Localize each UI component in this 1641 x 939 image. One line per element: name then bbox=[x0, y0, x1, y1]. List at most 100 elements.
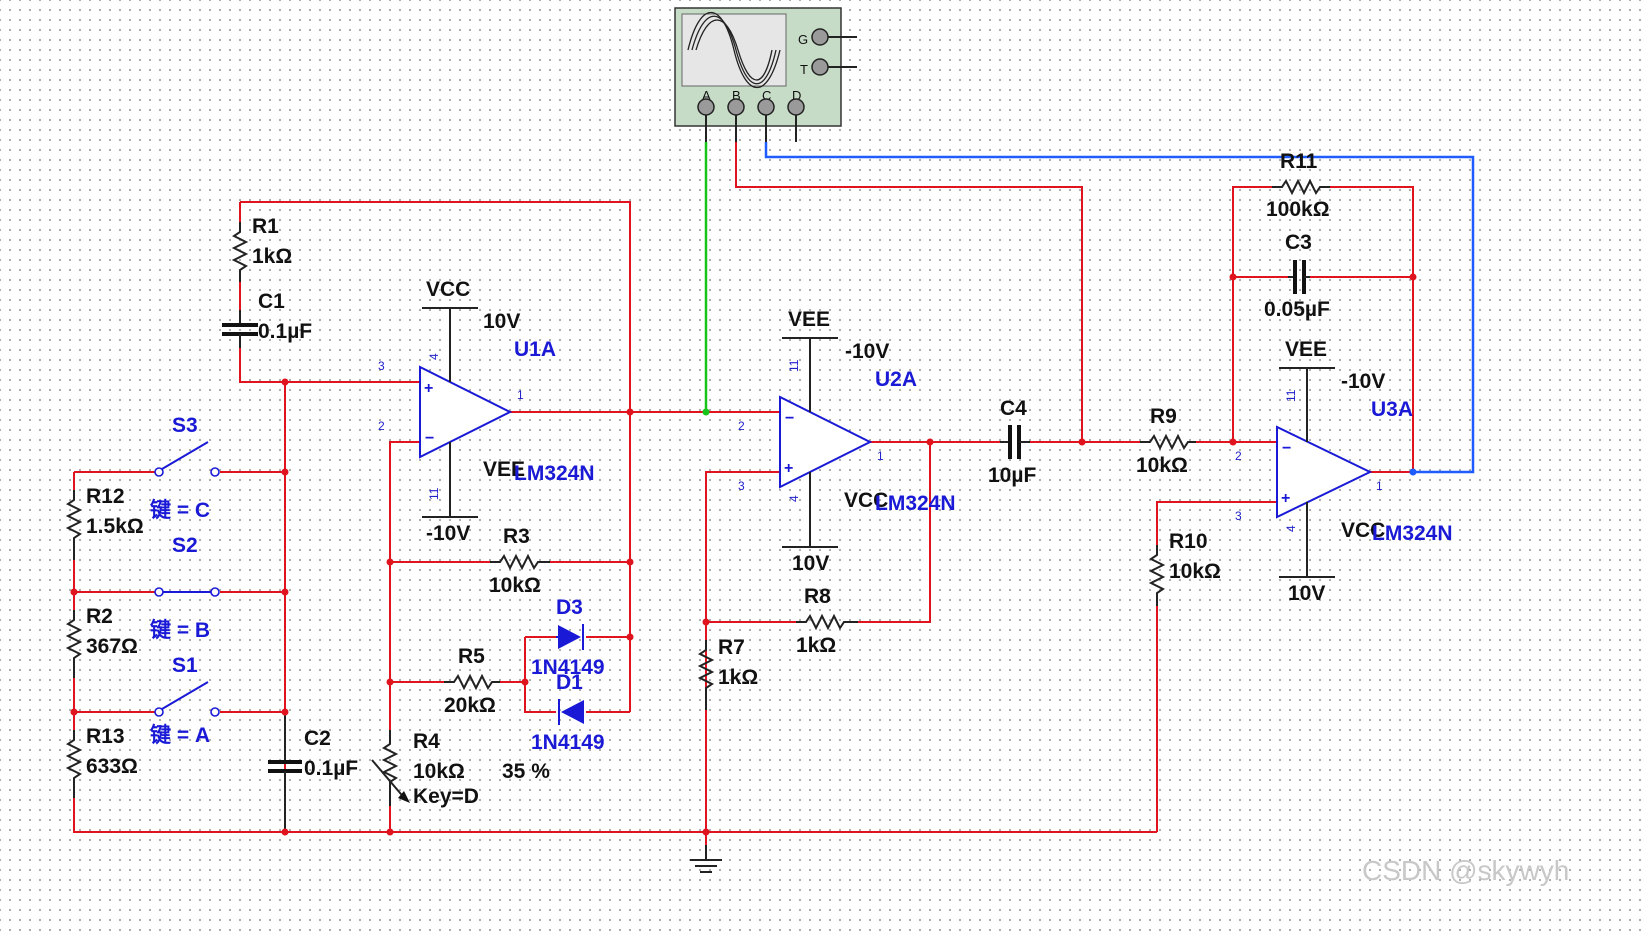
r4-name: R4 bbox=[413, 730, 440, 753]
watermark: CSDN @skywyh bbox=[1362, 855, 1569, 886]
r4-value: 10kΩ bbox=[413, 760, 465, 783]
u3a-vee-label: VEE bbox=[1285, 338, 1327, 361]
capacitor-c1[interactable]: C1 0.1µF bbox=[222, 290, 312, 348]
opamp-u2a[interactable]: − + 2 3 1 11 4 VEE -10V U2A VCC LM324N 1… bbox=[738, 308, 956, 575]
probe-wire-b[interactable] bbox=[735, 142, 1083, 442]
svg-text:−: − bbox=[785, 410, 794, 427]
svg-text:2: 2 bbox=[378, 419, 385, 433]
svg-text:1: 1 bbox=[877, 449, 884, 463]
svg-text:3: 3 bbox=[378, 359, 385, 373]
svg-text:+: + bbox=[424, 380, 433, 397]
scope-g-terminal[interactable] bbox=[811, 28, 829, 46]
r3-value: 10kΩ bbox=[489, 574, 541, 597]
ground-symbol[interactable] bbox=[690, 845, 722, 873]
diode-d1[interactable]: D1 1N4149 bbox=[531, 671, 605, 754]
probe-wire-c[interactable] bbox=[764, 142, 1475, 474]
scope-channel-d-terminal[interactable] bbox=[787, 98, 805, 116]
d3-model: 1N4149 bbox=[531, 656, 605, 679]
svg-text:−: − bbox=[425, 430, 434, 447]
resistor-r11[interactable]: R11 100kΩ bbox=[1266, 150, 1330, 221]
resistor-r5[interactable]: R5 20kΩ bbox=[444, 645, 500, 717]
opamp-u3a[interactable]: − + 2 3 1 11 4 VEE -10V U3A VCC LM324N 1… bbox=[1235, 338, 1453, 605]
r8-value: 1kΩ bbox=[796, 634, 836, 657]
svg-text:11: 11 bbox=[427, 487, 441, 500]
svg-text:3: 3 bbox=[738, 479, 745, 493]
s1-key: 键 = A bbox=[150, 723, 210, 747]
r10-value: 10kΩ bbox=[1169, 560, 1221, 583]
d1-name: D1 bbox=[556, 671, 583, 694]
r2-name: R2 bbox=[86, 605, 113, 628]
svg-text:11: 11 bbox=[787, 359, 801, 372]
capacitor-c3[interactable]: C3 0.05µF bbox=[1264, 231, 1330, 321]
s3-name: S3 bbox=[172, 414, 198, 437]
s3-key: 键 = C bbox=[150, 498, 210, 522]
resistor-r7[interactable]: R7 1kΩ bbox=[697, 636, 758, 710]
u2a-vee-label: VEE bbox=[788, 308, 830, 331]
potentiometer-r4[interactable]: R4 10kΩ Key=D 35 % bbox=[371, 730, 550, 808]
r8-name: R8 bbox=[804, 585, 831, 608]
junction-dots bbox=[70, 273, 1417, 836]
resistor-r12[interactable]: R12 1.5kΩ bbox=[65, 485, 144, 560]
u3a-vee-value: -10V bbox=[1341, 370, 1385, 393]
c2-name: C2 bbox=[304, 727, 331, 750]
r13-value: 633Ω bbox=[86, 755, 138, 778]
u2a-name: U2A bbox=[875, 368, 917, 391]
svg-text:3: 3 bbox=[1235, 509, 1242, 523]
s2-key: 键 = B bbox=[150, 618, 210, 642]
s2-name: S2 bbox=[172, 534, 198, 557]
scope-channel-c-label: C bbox=[762, 88, 771, 103]
switch-s3[interactable]: S3 键 = C bbox=[150, 414, 220, 522]
svg-text:4: 4 bbox=[787, 495, 801, 502]
r10-name: R10 bbox=[1169, 530, 1208, 553]
r4-key: Key=D bbox=[413, 785, 479, 808]
r1-name: R1 bbox=[252, 215, 279, 238]
r11-value: 100kΩ bbox=[1266, 198, 1330, 221]
oscilloscope[interactable]: G T A B C D bbox=[674, 7, 857, 142]
r7-name: R7 bbox=[718, 636, 745, 659]
c3-value: 0.05µF bbox=[1264, 298, 1330, 321]
u3a-vcc-label: VCC bbox=[1341, 519, 1385, 542]
opamp-u1a[interactable]: + − 3 2 1 4 11 VCC 10V U1A VEE LM324N -1… bbox=[378, 278, 595, 545]
stage1-wiring[interactable] bbox=[73, 201, 1157, 845]
capacitor-c4[interactable]: C4 10µF bbox=[988, 397, 1140, 487]
u1a-vcc-value: 10V bbox=[483, 310, 520, 333]
resistor-r13[interactable]: R13 633Ω bbox=[65, 725, 138, 798]
scope-channel-c-terminal[interactable] bbox=[757, 98, 775, 116]
svg-text:2: 2 bbox=[1235, 449, 1242, 463]
stage3-wiring[interactable] bbox=[1156, 186, 1414, 832]
r9-name: R9 bbox=[1150, 405, 1177, 428]
svg-text:4: 4 bbox=[1284, 525, 1298, 532]
scope-channel-b-terminal[interactable] bbox=[727, 98, 745, 116]
u2a-vcc-label: VCC bbox=[844, 489, 888, 512]
r4-percent: 35 % bbox=[502, 760, 550, 783]
d1-model: 1N4149 bbox=[531, 731, 605, 754]
scope-g-label: G bbox=[798, 32, 808, 47]
resistor-r9[interactable]: R9 10kΩ bbox=[1136, 405, 1196, 477]
probe-a-junction bbox=[702, 408, 710, 416]
r9-value: 10kΩ bbox=[1136, 454, 1188, 477]
scope-t-terminal[interactable] bbox=[811, 58, 829, 76]
u3a-vcc-value: 10V bbox=[1288, 582, 1325, 605]
r7-value: 1kΩ bbox=[718, 666, 758, 689]
r12-value: 1.5kΩ bbox=[86, 515, 144, 538]
diode-d3[interactable]: D3 1N4149 bbox=[531, 596, 605, 679]
resistor-r3[interactable]: R3 10kΩ bbox=[489, 525, 550, 597]
u3a-model: LM324N bbox=[1372, 522, 1453, 545]
u2a-vee-value: -10V bbox=[845, 340, 889, 363]
stage2-wiring[interactable] bbox=[705, 441, 1000, 832]
r5-value: 20kΩ bbox=[444, 694, 496, 717]
resistor-r2[interactable]: R2 367Ω bbox=[65, 605, 138, 678]
svg-text:4: 4 bbox=[427, 353, 441, 360]
resistor-r1[interactable]: R1 1kΩ bbox=[231, 215, 292, 282]
switch-s2[interactable]: S2 键 = B bbox=[150, 534, 220, 642]
switch-s1[interactable]: S1 键 = A bbox=[150, 654, 220, 747]
scope-t-label: T bbox=[800, 62, 808, 77]
resistor-r8[interactable]: R8 1kΩ bbox=[796, 585, 858, 657]
u2a-model: LM324N bbox=[875, 492, 956, 515]
scope-channel-a-terminal[interactable] bbox=[697, 98, 715, 116]
capacitor-c2[interactable]: C2 0.1µF bbox=[268, 712, 358, 832]
r1-value: 1kΩ bbox=[252, 245, 292, 268]
svg-text:+: + bbox=[784, 460, 793, 477]
resistor-r10[interactable]: R10 10kΩ bbox=[1148, 530, 1221, 606]
